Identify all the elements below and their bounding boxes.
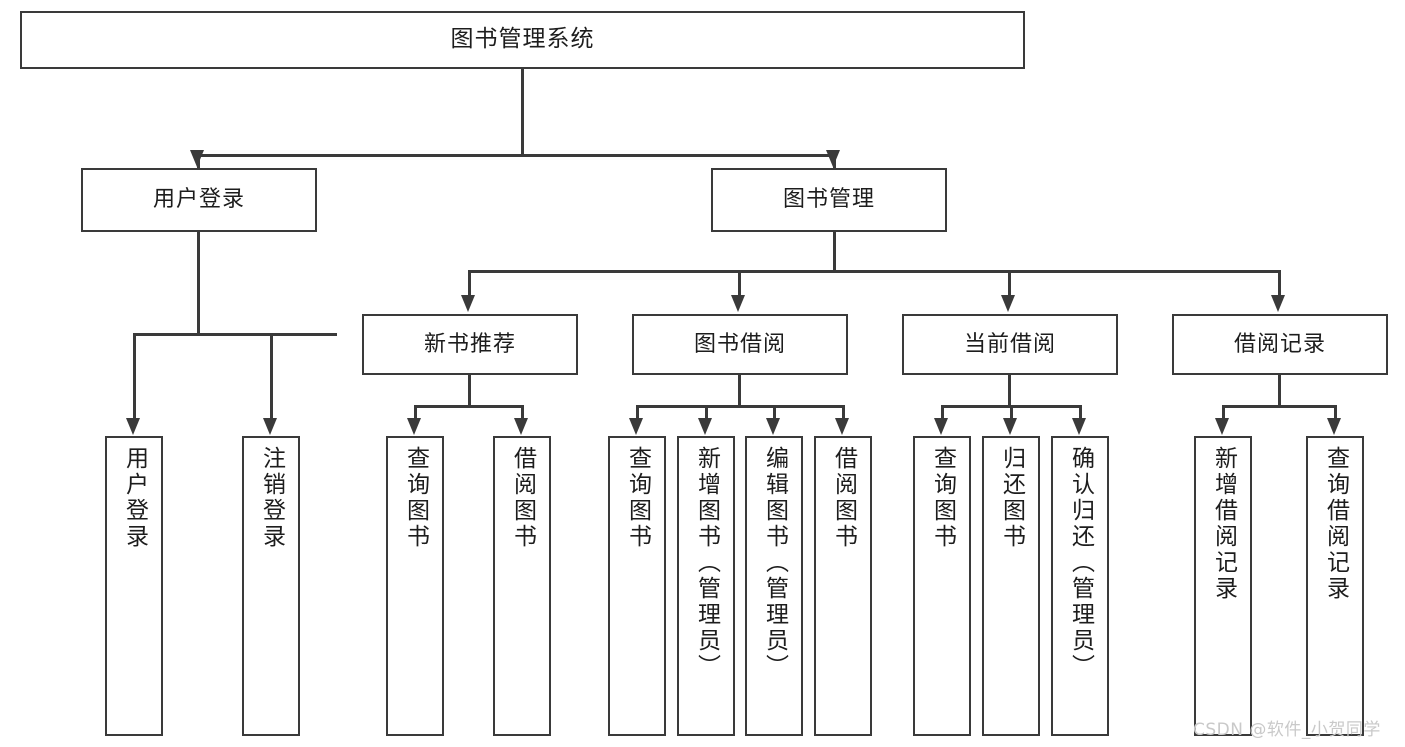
node-label: 查询图书 (929, 446, 956, 550)
connector-current-borrow-leaf-3 (1079, 405, 1082, 421)
node-current-borrow[interactable]: 当前借阅 (902, 314, 1118, 375)
node-label: 当前借阅 (963, 331, 1056, 357)
connector-current-borrow-leaf-2 (1010, 405, 1013, 421)
node-label: 用户登录 (121, 446, 148, 550)
node-book-borrow[interactable]: 图书借阅 (632, 314, 848, 375)
node-borrow-record[interactable]: 借阅记录 (1172, 314, 1388, 375)
node-label: 借阅记录 (1233, 331, 1326, 357)
arrow-book-manage-to-borrow-record (1271, 295, 1285, 312)
node-leaf-query-book-current[interactable]: 查询图书 (913, 436, 971, 736)
node-label: 用户登录 (152, 187, 245, 213)
arrow-borrow-book-leaf-3 (766, 418, 780, 435)
node-label: 图书管理系统 (450, 26, 595, 53)
connector-borrow-book-bus (636, 405, 844, 408)
connector-borrow-book-leaf-1 (636, 405, 639, 421)
connector-user-login-down (197, 232, 200, 335)
node-leaf-add-book-admin[interactable]: 新增图书（管理员） (677, 436, 735, 736)
node-label: 归还图书 (998, 446, 1025, 550)
connector-user-login-bus (133, 333, 337, 336)
node-leaf-borrow-book[interactable]: 借阅图书 (814, 436, 872, 736)
connector-borrow-book-down (738, 375, 741, 407)
node-leaf-query-book-new[interactable]: 查询图书 (386, 436, 444, 736)
node-book-management[interactable]: 图书管理 (711, 168, 947, 232)
node-label: 借阅图书 (509, 446, 536, 550)
node-root-library-system[interactable]: 图书管理系统 (20, 11, 1025, 69)
node-leaf-user-login[interactable]: 用户登录 (105, 436, 163, 736)
connector-current-borrow-down (1008, 375, 1011, 407)
arrow-book-manage-to-current-borrow (1001, 295, 1015, 312)
arrow-current-borrow-leaf-2 (1003, 418, 1017, 435)
node-leaf-borrow-book-new[interactable]: 借阅图书 (493, 436, 551, 736)
node-leaf-return-book[interactable]: 归还图书 (982, 436, 1040, 736)
node-label: 编辑图书（管理员） (761, 446, 788, 680)
node-leaf-logout[interactable]: 注销登录 (242, 436, 300, 736)
arrow-root-to-user-login (190, 150, 204, 167)
connector-new-book-down (468, 375, 471, 407)
connector-borrow-book-leaf-4 (842, 405, 845, 421)
connector-new-book-bus (414, 405, 524, 408)
arrow-root-to-book-manage (826, 150, 840, 167)
node-label: 查询图书 (402, 446, 429, 550)
arrow-new-book-leaf-2 (514, 418, 528, 435)
arrow-user-login-leaf-2 (263, 418, 277, 435)
connector-root-bus (197, 154, 835, 157)
connector-borrow-record-leaf-2 (1334, 405, 1337, 421)
node-leaf-query-borrow-record[interactable]: 查询借阅记录 (1306, 436, 1364, 736)
node-label: 确认归还（管理员） (1067, 446, 1094, 680)
connector-book-manage-to-new-book (468, 270, 471, 298)
node-label: 注销登录 (258, 446, 285, 550)
node-label: 新增借阅记录 (1210, 446, 1237, 602)
connector-book-manage-to-borrow-record (1278, 270, 1281, 298)
node-new-book-recommend[interactable]: 新书推荐 (362, 314, 578, 375)
arrow-current-borrow-leaf-3 (1072, 418, 1086, 435)
arrow-book-manage-to-new-book (461, 295, 475, 312)
arrow-new-book-leaf-1 (407, 418, 421, 435)
arrow-borrow-book-leaf-1 (629, 418, 643, 435)
node-label: 新增图书（管理员） (693, 446, 720, 680)
connector-book-manage-to-current-borrow (1008, 270, 1011, 298)
node-user-login[interactable]: 用户登录 (81, 168, 317, 232)
connector-borrow-record-bus (1222, 405, 1336, 408)
connector-user-login-leaf-2 (270, 333, 273, 421)
node-leaf-query-book-borrow[interactable]: 查询图书 (608, 436, 666, 736)
node-leaf-add-borrow-record[interactable]: 新增借阅记录 (1194, 436, 1252, 736)
arrow-borrow-record-leaf-2 (1327, 418, 1341, 435)
node-label: 图书管理 (782, 187, 875, 213)
arrow-borrow-book-leaf-2 (698, 418, 712, 435)
node-label: 新书推荐 (423, 331, 516, 357)
connector-current-borrow-leaf-1 (941, 405, 944, 421)
connector-new-book-leaf-1 (414, 405, 417, 421)
node-label: 查询借阅记录 (1322, 446, 1349, 602)
arrow-borrow-book-leaf-4 (835, 418, 849, 435)
node-label: 查询图书 (624, 446, 651, 550)
connector-root-down (521, 69, 524, 156)
node-leaf-confirm-return-admin[interactable]: 确认归还（管理员） (1051, 436, 1109, 736)
node-label: 图书借阅 (693, 331, 786, 357)
arrow-borrow-record-leaf-1 (1215, 418, 1229, 435)
connector-borrow-book-leaf-2 (705, 405, 708, 421)
connector-user-login-leaf-1 (133, 333, 136, 421)
connector-borrow-book-leaf-3 (773, 405, 776, 421)
connector-book-manage-bus (468, 270, 1280, 273)
connector-new-book-leaf-2 (521, 405, 524, 421)
arrow-current-borrow-leaf-1 (934, 418, 948, 435)
node-leaf-edit-book-admin[interactable]: 编辑图书（管理员） (745, 436, 803, 736)
arrow-book-manage-to-borrow-book (731, 295, 745, 312)
arrow-user-login-leaf-1 (126, 418, 140, 435)
connector-book-manage-down (833, 232, 836, 272)
connector-borrow-record-down (1278, 375, 1281, 407)
connector-borrow-record-leaf-1 (1222, 405, 1225, 421)
connector-book-manage-to-borrow-book (738, 270, 741, 298)
node-label: 借阅图书 (830, 446, 857, 550)
